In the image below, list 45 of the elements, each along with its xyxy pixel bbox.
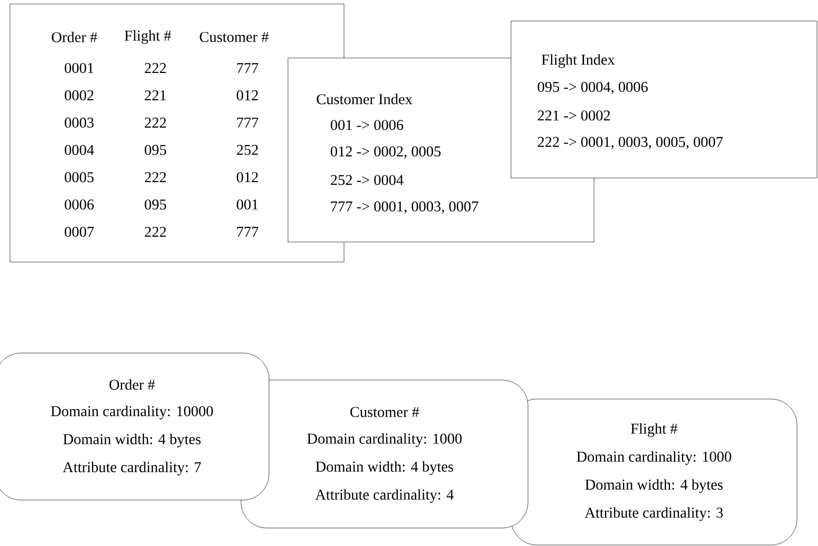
table-cell: 777 bbox=[237, 226, 258, 237]
table-cell: 0001 bbox=[64, 62, 94, 74]
table-cell: 095 bbox=[144, 144, 166, 155]
index-entry: 095 -> 0004, 0006 bbox=[538, 82, 648, 94]
table-cell: 221 bbox=[144, 90, 166, 100]
index-title: Customer Index bbox=[316, 94, 412, 104]
card-line: Attribute cardinality: 4 bbox=[315, 489, 454, 503]
index-entry: 221 -> 0002 bbox=[538, 110, 610, 121]
card-title: Flight # bbox=[630, 423, 678, 437]
table-cell: 0002 bbox=[64, 90, 94, 100]
card-line: Domain width: 4 bytes bbox=[585, 479, 723, 493]
table-cell: 0007 bbox=[64, 226, 94, 237]
index-entry: 012 -> 0002, 0005 bbox=[330, 146, 441, 159]
table-cell: 095 bbox=[144, 199, 166, 210]
card-line: Domain width: 4 bytes bbox=[63, 434, 201, 448]
column-header: Flight # bbox=[124, 30, 172, 44]
column-header: Order # bbox=[52, 32, 98, 42]
table-cell: 0004 bbox=[64, 144, 94, 155]
table-cell: 001 bbox=[236, 199, 258, 210]
card-line: Attribute cardinality: 7 bbox=[62, 462, 201, 476]
table-cell: 0003 bbox=[64, 118, 94, 128]
card-title: Order # bbox=[110, 379, 155, 390]
table-cell: 012 bbox=[236, 90, 258, 100]
table-cell: 012 bbox=[236, 172, 258, 182]
index-entry: 777 -> 0001, 0003, 0007 bbox=[331, 201, 478, 214]
table-cell: 222 bbox=[144, 226, 166, 237]
card-line: Domain cardinality: 10000 bbox=[51, 406, 213, 420]
card-line: Domain width: 4 bytes bbox=[316, 461, 454, 475]
table-cell: 0006 bbox=[64, 199, 94, 210]
column-header: Customer # bbox=[200, 32, 269, 42]
table-cell: 222 bbox=[144, 63, 166, 73]
card-line: Domain cardinality: 1000 bbox=[307, 433, 462, 447]
table-cell: 777 bbox=[237, 63, 258, 73]
card-line: Attribute cardinality: 3 bbox=[584, 507, 723, 521]
table-cell: 252 bbox=[236, 144, 258, 155]
table-cell: 222 bbox=[144, 118, 166, 128]
table-cell: 777 bbox=[237, 118, 258, 128]
index-entry: 252 -> 0004 bbox=[330, 174, 404, 186]
table-cell: 0005 bbox=[64, 172, 94, 182]
index-entry: 222 -> 0001, 0003, 0005, 0007 bbox=[538, 136, 723, 150]
card-line: Domain cardinality: 1000 bbox=[576, 451, 732, 465]
index-entry: 001 -> 0006 bbox=[330, 120, 404, 130]
index-title: Flight Index bbox=[542, 54, 615, 68]
table-cell: 222 bbox=[144, 172, 166, 182]
card-title: Customer # bbox=[350, 406, 420, 418]
